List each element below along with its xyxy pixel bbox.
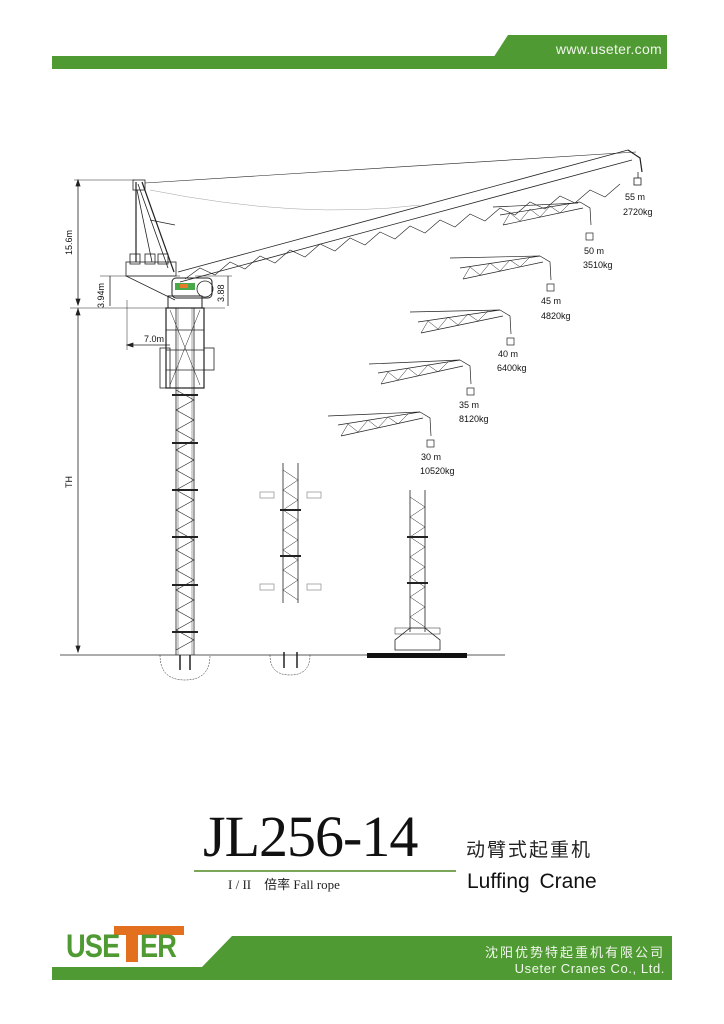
load-radius-50: 50 m xyxy=(584,246,604,256)
crane-type-chinese: 动臂式起重机 xyxy=(466,839,593,861)
load-value-50: 3510kg xyxy=(583,260,613,270)
turntable xyxy=(125,253,214,309)
load-value-40: 6400kg xyxy=(497,363,527,373)
logo-t-icon xyxy=(114,926,184,935)
load-value-45: 4820kg xyxy=(541,311,571,321)
tower-mast xyxy=(159,307,215,681)
jib-30 xyxy=(327,411,435,448)
load-value-30: 10520kg xyxy=(420,466,455,476)
base-mast xyxy=(367,490,467,658)
load-radius-55: 55 m xyxy=(625,192,645,202)
load-radius-35: 35 m xyxy=(459,400,479,410)
load-value-55: 2720kg xyxy=(623,207,653,217)
load-value-35: 8120kg xyxy=(459,414,489,424)
dim-top-height: 15.6m xyxy=(64,230,74,255)
a-frame xyxy=(132,179,176,273)
dim-tail-radius: 7.0m xyxy=(144,334,164,344)
website-url: www.useter.com xyxy=(555,41,662,57)
fall-rope-label: I / II 倍率 Fall rope xyxy=(228,877,340,892)
jib-50 xyxy=(492,201,594,241)
model-number: JL256-14 xyxy=(203,804,418,869)
load-radius-45: 45 m xyxy=(541,296,561,306)
logo: USE xyxy=(66,928,129,965)
logo-text-right: ER xyxy=(140,928,177,964)
main-jib xyxy=(177,149,643,283)
jib-45 xyxy=(449,255,555,292)
crane-type-english: Luffing Crane xyxy=(467,870,597,893)
load-radius-30: 30 m xyxy=(421,452,441,462)
mid-mast xyxy=(259,463,322,676)
header-tab xyxy=(486,35,667,69)
dim-cab-height: 3.88 xyxy=(216,284,226,302)
jib-40 xyxy=(409,309,515,346)
logo-right: ER xyxy=(140,928,182,965)
jib-35 xyxy=(368,359,475,396)
crane-drawing: 15.6m 3.94m 3.88 7.0m TH 55 m 2720kg 50 … xyxy=(60,149,653,681)
dim-tower-height: TH xyxy=(64,476,74,488)
company-name-chinese: 沈阳优势特起重机有限公司 xyxy=(484,946,665,961)
load-radius-40: 40 m xyxy=(498,349,518,359)
logo-t-stem xyxy=(126,926,138,962)
company-name-english: Useter Cranes Co., Ltd. xyxy=(514,961,665,976)
dim-slew-height: 3.94m xyxy=(96,283,106,308)
logo-text-left: USE xyxy=(66,928,120,964)
title-underline xyxy=(194,870,456,872)
